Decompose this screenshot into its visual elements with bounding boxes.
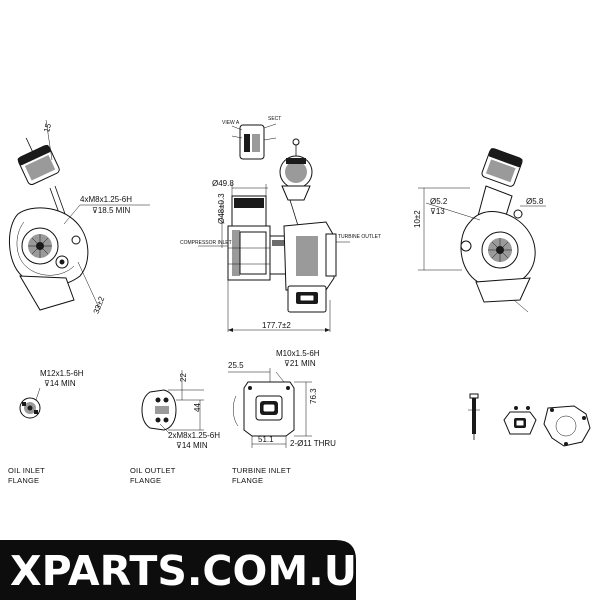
oil-inlet-label-2: FLANGE <box>8 476 39 485</box>
turbine-inlet-depth: ⊽21 MIN <box>284 359 316 368</box>
right-vertical-dim: 10±2 <box>413 210 422 228</box>
oil-outlet-dim-b: 44 <box>193 403 202 412</box>
oil-inlet-depth: ⊽14 MIN <box>44 379 76 388</box>
turbine-inlet-flange-view: 25.5 M10x1.5-6H ⊽21 MIN 76.3 51.1 2-Ø11 … <box>228 349 336 485</box>
right-dia-a: Ø5.2 <box>430 197 448 206</box>
oil-outlet-dim-a: 22 <box>179 373 188 382</box>
left-angle-label: 15 <box>42 122 53 133</box>
right-depth-a: ⊽13 <box>430 207 445 216</box>
right-dia-b: Ø5.8 <box>526 197 544 206</box>
watermark-banner <box>0 540 356 600</box>
turbo-right-view: 10±2 Ø5.2 ⊽13 Ø5.8 <box>413 148 546 313</box>
left-thread-depth: ⊽18.5 MIN <box>92 206 131 215</box>
turbine-inlet-dim-width: 51.1 <box>258 435 274 444</box>
watermark-text: XPARTS.COM.UA <box>10 547 388 595</box>
turbine-inlet-thread: M10x1.5-6H <box>276 349 320 358</box>
center-dia-upper: Ø49.8 <box>212 179 234 188</box>
oil-inlet-thread: M12x1.5-6H <box>40 369 84 378</box>
turbo-center-view: VIEW A SECT Ø49.8 Ø48±0.3 <box>180 116 381 332</box>
compressor-inlet-label: COMPRESSOR INLET <box>180 240 232 246</box>
turbine-inlet-label: TURBINE INLET <box>232 466 291 475</box>
oil-outlet-flange-view: 22 44 2xM8x1.25-6H ⊽14 MIN OIL OUTLET FL… <box>130 370 220 485</box>
svg-text:SECT: SECT <box>268 116 281 122</box>
oil-outlet-label-2: FLANGE <box>130 476 161 485</box>
left-tilt-dimension: 33±2 <box>92 295 107 315</box>
turbine-inlet-label-2: FLANGE <box>232 476 263 485</box>
center-dia-side: Ø48±0.3 <box>217 193 226 224</box>
left-thread-callout: 4xM8x1.25-6H <box>80 195 132 204</box>
oil-inlet-flange-view: M12x1.5-6H ⊽14 MIN OIL INLET FLANGE <box>8 369 84 485</box>
oil-outlet-label: OIL OUTLET <box>130 466 176 475</box>
gasket-kit-view <box>468 393 591 447</box>
turbine-inlet-dim-top: 25.5 <box>228 361 244 370</box>
oil-outlet-depth: ⊽14 MIN <box>176 441 208 450</box>
turbine-outlet-label: TURBINE OUTLET <box>338 234 381 240</box>
oil-inlet-label: OIL INLET <box>8 466 45 475</box>
center-length: 177.7±2 <box>262 321 291 330</box>
svg-text:VIEW A: VIEW A <box>222 120 240 126</box>
turbine-inlet-dim-height: 76.3 <box>309 388 318 404</box>
turbo-left-view: 15 4xM8x1.25-6H ⊽18.5 MIN 33±2 <box>8 119 150 315</box>
oil-outlet-thread: 2xM8x1.25-6H <box>168 431 220 440</box>
turbine-inlet-holes: 2-Ø11 THRU <box>290 439 336 448</box>
